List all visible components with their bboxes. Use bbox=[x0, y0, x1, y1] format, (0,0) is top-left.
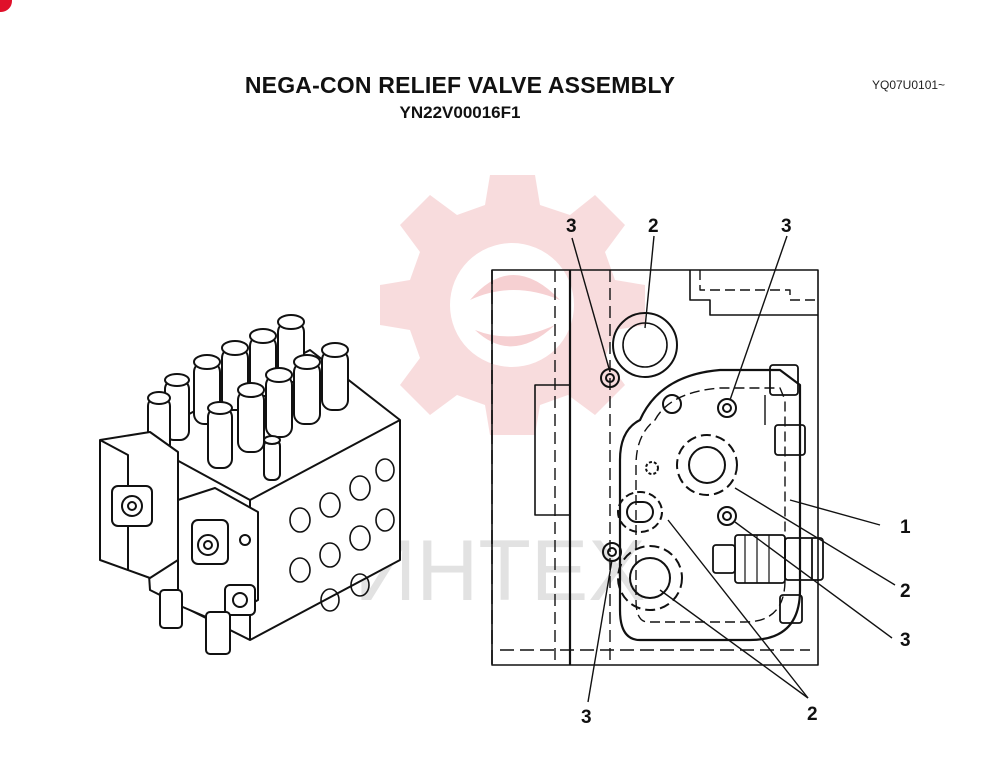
right-fittings bbox=[764, 364, 806, 624]
callout-top-mid: 2 bbox=[648, 216, 659, 237]
relief-block bbox=[177, 487, 259, 623]
valve-assembly-isometric bbox=[99, 314, 401, 655]
serial-range: YQ07U0101~ bbox=[872, 78, 946, 92]
callout-bottom-right: 2 bbox=[807, 704, 818, 725]
leader-lines bbox=[571, 235, 896, 703]
diagram-title: NEGA-CON RELIEF VALVE ASSEMBLY bbox=[244, 72, 676, 98]
callout-right-1: 1 bbox=[900, 517, 911, 538]
callout-right-2: 2 bbox=[900, 581, 911, 602]
callout-top-right: 3 bbox=[781, 216, 792, 237]
block-ports bbox=[289, 458, 395, 612]
spool-caps bbox=[147, 314, 349, 481]
relief-cartridge bbox=[712, 534, 824, 584]
end-cover bbox=[99, 431, 179, 579]
callout-top-left: 3 bbox=[566, 216, 577, 237]
callout-bottom-left: 3 bbox=[581, 707, 592, 728]
valve-section-view bbox=[491, 269, 824, 666]
callout-numbers: 3 2 3 1 2 3 3 2 bbox=[566, 216, 911, 728]
callout-right-3: 3 bbox=[900, 630, 911, 651]
watermark-text: ИНТЕХ bbox=[354, 523, 645, 619]
watermark-logo bbox=[380, 175, 645, 435]
part-number: YN22V00016F1 bbox=[399, 103, 521, 122]
